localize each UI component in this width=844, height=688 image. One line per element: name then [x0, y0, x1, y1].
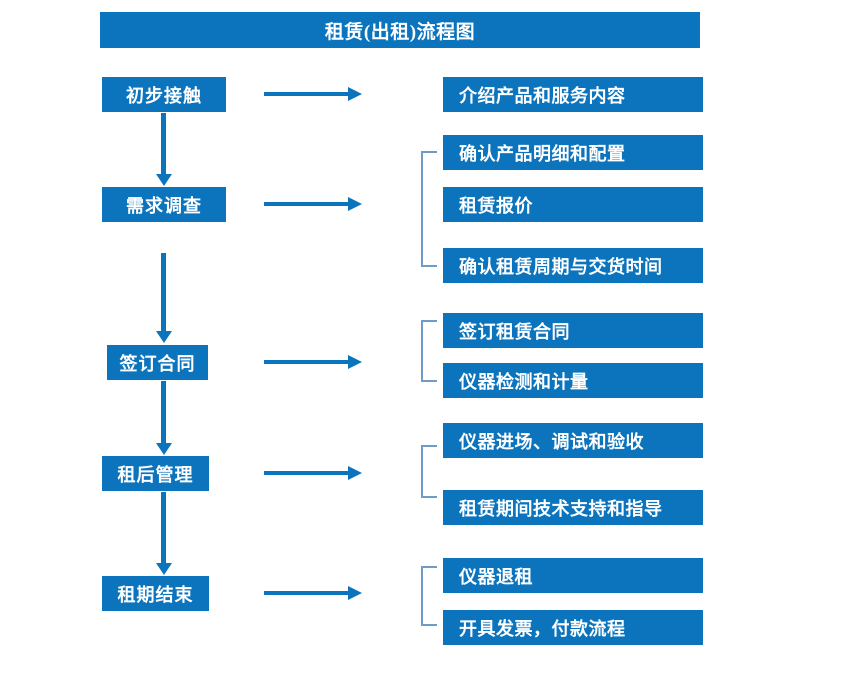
stage-box-初步接触[interactable]: 初步接触: [102, 77, 226, 112]
group-bracket-签订合同: [421, 320, 437, 382]
group-bracket-租后管理: [421, 445, 437, 498]
detail-box-租赁报价[interactable]: 租赁报价: [443, 187, 703, 222]
detail-box-开具发票付款流程[interactable]: 开具发票，付款流程: [443, 610, 703, 645]
vertical-arrow-初步接触-to-需求调查: [156, 113, 172, 186]
stage-box-需求调查[interactable]: 需求调查: [102, 187, 226, 222]
group-bracket-租期结束: [421, 566, 437, 626]
detail-box-确认租赁周期与交货时间[interactable]: 确认租赁周期与交货时间: [443, 248, 703, 283]
detail-box-介绍产品和服务内容[interactable]: 介绍产品和服务内容: [443, 77, 703, 112]
group-bracket-需求调查: [421, 151, 437, 267]
detail-box-仪器退租[interactable]: 仪器退租: [443, 558, 703, 593]
stage-box-签订合同[interactable]: 签订合同: [107, 345, 208, 380]
vertical-arrow-租后管理-to-租期结束: [156, 492, 172, 575]
horizontal-arrow-签订合同: [264, 355, 362, 369]
diagram-title: 租赁(出租)流程图: [100, 12, 700, 48]
horizontal-arrow-租期结束: [264, 586, 362, 600]
vertical-arrow-签订合同-to-租后管理: [156, 381, 172, 455]
detail-box-租赁期间技术支持和指导[interactable]: 租赁期间技术支持和指导: [443, 490, 703, 525]
horizontal-arrow-租后管理: [264, 466, 362, 480]
stage-box-租后管理[interactable]: 租后管理: [102, 456, 209, 491]
horizontal-arrow-需求调查: [264, 197, 362, 211]
vertical-arrow-需求调查-to-签订合同: [156, 253, 172, 343]
detail-box-签订租赁合同[interactable]: 签订租赁合同: [443, 313, 703, 348]
horizontal-arrow-初步接触: [264, 87, 362, 101]
detail-box-仪器检测和计量[interactable]: 仪器检测和计量: [443, 363, 703, 398]
stage-box-租期结束[interactable]: 租期结束: [102, 576, 209, 611]
detail-box-确认产品明细和配置[interactable]: 确认产品明细和配置: [443, 135, 703, 170]
detail-box-仪器进场调试和验收[interactable]: 仪器进场、调试和验收: [443, 423, 703, 458]
